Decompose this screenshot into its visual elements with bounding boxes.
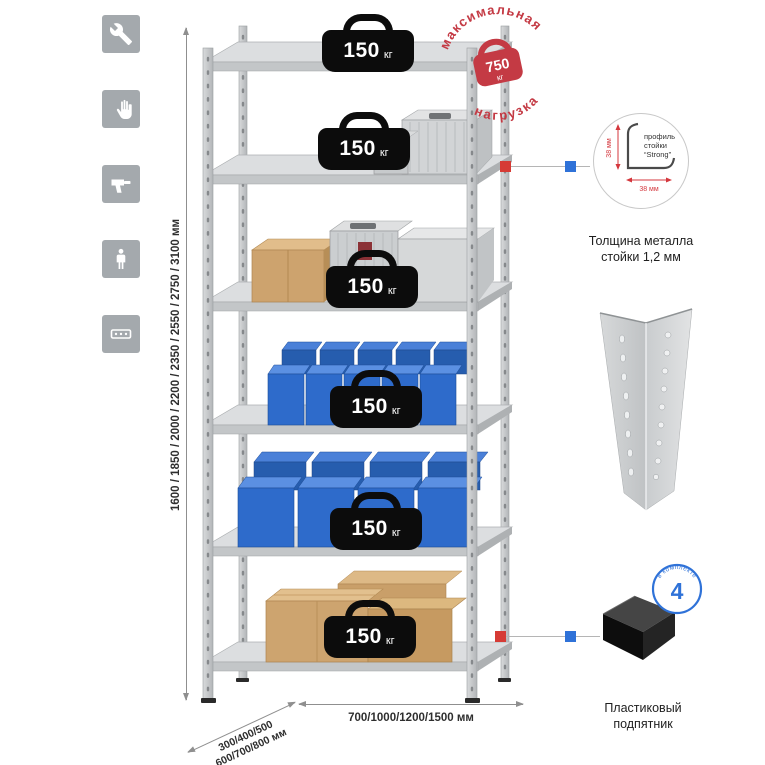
load-unit: кг <box>385 634 395 647</box>
count-badge-value: 4 <box>671 578 684 604</box>
profile-detail-circle: 38 мм 38 мм профиль стойки “Strong” <box>592 112 690 210</box>
weight-handle-icon <box>347 250 397 281</box>
height-dimension-label: 1600 / 1850 / 2000 / 2200 / 2350 / 2550 … <box>170 219 182 511</box>
stamp-weight-icon <box>473 38 523 87</box>
profile-label-1: профиль <box>644 132 675 141</box>
foot-caption-line2: подпятник <box>613 717 673 731</box>
profile-caption-line2: стойки 1,2 мм <box>601 250 681 264</box>
load-unit: кг <box>383 48 393 61</box>
count-badge: в комплекте 4 <box>651 563 703 615</box>
gloves-icon <box>102 90 140 128</box>
weight-body-icon: 150 кг <box>324 616 416 658</box>
height-dimension-line <box>182 27 189 701</box>
rack-front-posts <box>201 47 480 703</box>
corner-post-image <box>599 308 693 511</box>
profile-label-3: “Strong” <box>644 150 672 159</box>
load-value: 150 <box>345 625 382 648</box>
weight-body-icon: 150 кг <box>326 266 418 308</box>
person-icon <box>102 240 140 278</box>
weight-body-icon: 150 кг <box>318 128 410 170</box>
weight-body-icon: 150 кг <box>322 30 414 72</box>
blue-marker-bottom <box>565 631 576 642</box>
plastic-foot-image <box>602 595 675 660</box>
profile-caption: Толщина металла стойки 1,2 мм <box>575 233 707 265</box>
load-value: 150 <box>351 395 388 418</box>
max-load-stamp: максимальная нагрузка 750 кг <box>426 0 571 139</box>
drill-icon <box>102 165 140 203</box>
blue-marker-top <box>565 161 576 172</box>
weight-body-icon: 150 кг <box>330 386 422 428</box>
load-value: 150 <box>347 275 384 298</box>
profile-label-2: стойки <box>644 141 667 150</box>
load-value: 150 <box>343 39 380 62</box>
red-marker-bottom <box>495 631 506 642</box>
weight-handle-icon <box>339 112 389 143</box>
width-dimension-line <box>298 700 524 707</box>
weight-body-icon: 150 кг <box>330 508 422 550</box>
foot-caption-line1: Пластиковый <box>604 701 682 715</box>
red-marker-top <box>500 161 511 172</box>
load-value: 150 <box>339 137 376 160</box>
load-unit: кг <box>391 404 401 417</box>
foot-caption: Пластиковый подпятник <box>580 700 706 732</box>
rack-spec-icon <box>102 315 140 353</box>
large-blue-bins <box>237 451 489 548</box>
wrench-icon <box>102 15 140 53</box>
stamp-value: 750 <box>485 56 512 77</box>
weight-handle-icon <box>343 14 393 45</box>
profile-caption-line1: Толщина металла <box>588 234 694 248</box>
load-unit: кг <box>379 146 389 159</box>
load-unit: кг <box>391 526 401 539</box>
depth-dimension: 300/400/500 600/700/800 мм <box>188 701 309 765</box>
weight-handle-icon <box>351 492 401 523</box>
profile-dim-vertical: 38 мм <box>606 138 613 158</box>
profile-cross-section <box>626 122 676 170</box>
depth-dimension-label: 300/400/500 600/700/800 мм <box>190 706 308 765</box>
load-value: 150 <box>351 517 388 540</box>
shelf-load-badge: 150 кг <box>324 600 416 658</box>
shelf-load-badge: 150 кг <box>326 250 418 308</box>
load-unit: кг <box>387 284 397 297</box>
shelf-load-badge: 150 кг <box>318 112 410 170</box>
width-dimension-label: 700/1000/1200/1500 мм <box>348 712 474 724</box>
weight-handle-icon <box>345 600 395 631</box>
shelf-load-badge: 150 кг <box>330 370 422 428</box>
shelf-load-badge: 150 кг <box>330 492 422 550</box>
weight-handle-icon <box>351 370 401 401</box>
profile-dim-horizontal: 38 мм <box>639 186 659 193</box>
callout-line-bottom <box>500 636 600 637</box>
stamp-unit: кг <box>496 72 504 82</box>
shelf-load-badge: 150 кг <box>322 14 414 72</box>
callout-line-top <box>505 166 590 167</box>
rack-back-posts <box>236 25 511 682</box>
